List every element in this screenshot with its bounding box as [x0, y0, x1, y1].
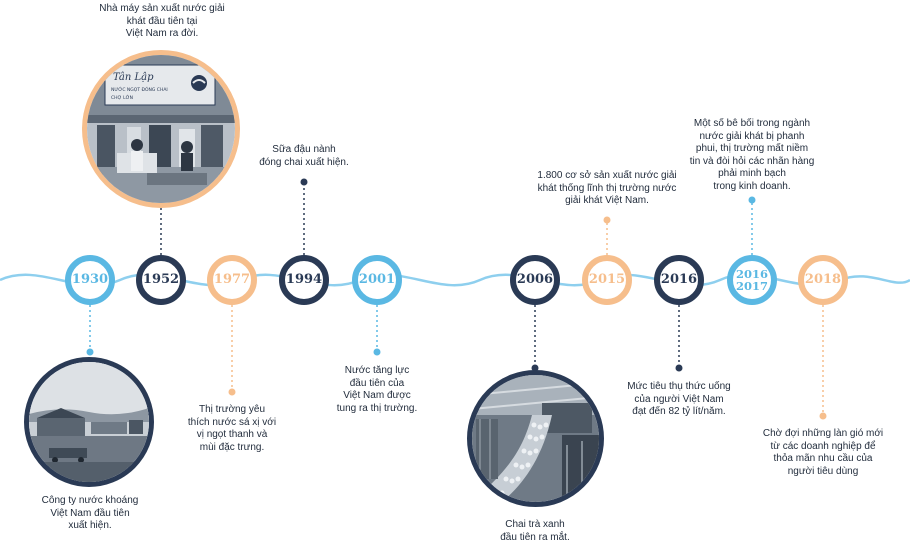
year-2018: 2018: [798, 255, 848, 305]
caption-1994: Sữa đậu nành đóng chai xuất hiện.: [259, 144, 349, 168]
caption-1930: Công ty nước khoáng Việt Nam đầu tiên xu…: [41, 495, 139, 531]
dot-1977: [228, 388, 236, 396]
dot-2017: [748, 196, 756, 204]
storefront-sign-line2: NƯỚC NGỌT ĐÓNG CHAI: [111, 86, 168, 93]
dot-1930: [86, 348, 94, 356]
caption-2018: Chờ đợi những làn gió mới từ các doanh n…: [762, 428, 884, 477]
year-2006: 2006: [510, 255, 560, 305]
dot-2018: [819, 412, 827, 420]
photo-1930-factory: [24, 357, 154, 487]
caption-2015: 1.800 cơ sở sản xuất nước giải khát thốn…: [537, 170, 677, 206]
year-2016-2017: 2016 2017: [727, 255, 777, 305]
storefront-sign-line3: CHỢ LỚN: [111, 94, 133, 101]
year-2001: 2001: [352, 255, 402, 305]
dot-2015: [603, 216, 611, 224]
dot-2016: [675, 364, 683, 372]
year-2015: 2015: [582, 255, 632, 305]
photo-2006-bottling-line: [467, 370, 604, 507]
year-2016-label: 2016: [735, 266, 768, 281]
year-1930: 1930: [65, 255, 115, 305]
year-2016: 2016: [654, 255, 704, 305]
dot-2001: [373, 348, 381, 356]
dot-2006: [531, 364, 539, 372]
year-1952: 1952: [136, 255, 186, 305]
caption-1952: Nhà máy sản xuất nước giải khát đầu tiên…: [99, 3, 225, 39]
caption-2017: Một số bê bối trong ngành nước giải khát…: [689, 118, 815, 192]
caption-2006: Chai trà xanh đầu tiên ra mắt.: [500, 519, 570, 543]
caption-2001: Nước tăng lực đầu tiên của Việt Nam được…: [336, 365, 418, 414]
caption-2016: Mức tiêu thụ thức uống của người Việt Na…: [627, 381, 731, 417]
dot-1994: [300, 178, 308, 186]
storefront-sign-title: Tân Lập: [113, 72, 154, 83]
year-1994: 1994: [279, 255, 329, 305]
year-2017-label: 2017: [735, 279, 768, 293]
year-1977: 1977: [207, 255, 257, 305]
caption-1977: Thị trường yêu thích nước sá xị với vị n…: [187, 404, 277, 453]
photo-1952-storefront: Tân Lập NƯỚC NGỌT ĐÓNG CHAI CHỢ LỚN: [82, 50, 240, 208]
